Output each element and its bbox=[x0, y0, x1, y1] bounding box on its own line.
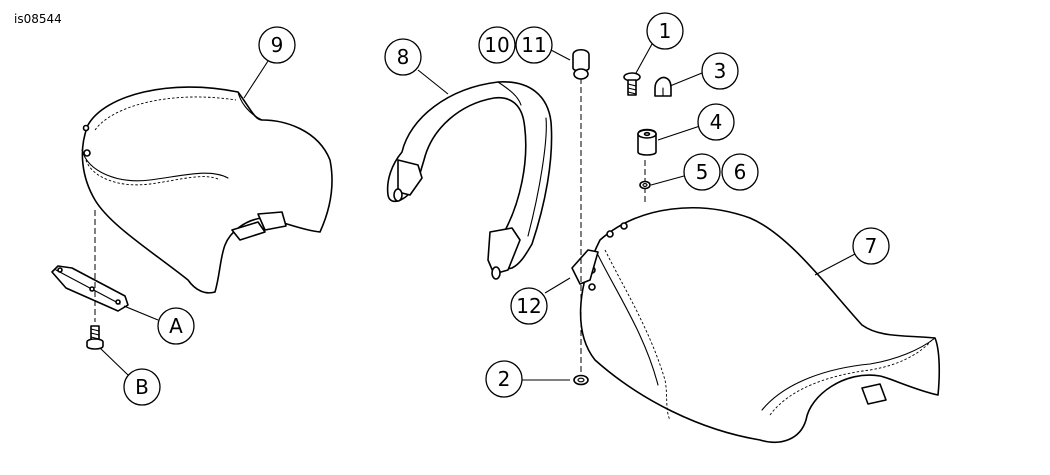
washer-lower-hole bbox=[577, 377, 585, 383]
callout-label: A bbox=[169, 314, 183, 338]
callout-label: 11 bbox=[521, 33, 546, 57]
callout-11: 11 bbox=[515, 26, 553, 64]
washer-upper-hole bbox=[642, 183, 648, 187]
washer-lower bbox=[573, 374, 589, 386]
callout-label: 4 bbox=[710, 110, 723, 134]
callout-label: B bbox=[135, 375, 149, 399]
bracket-a bbox=[51, 265, 129, 312]
spacer bbox=[637, 128, 657, 156]
callout-8: 8 bbox=[384, 38, 422, 76]
callout-9: 9 bbox=[258, 26, 296, 64]
cap-nut bbox=[654, 76, 672, 97]
bolt-b bbox=[86, 325, 104, 350]
callout-5: 5 bbox=[683, 153, 721, 191]
washer-upper bbox=[639, 180, 651, 190]
callout-6: 6 bbox=[721, 153, 759, 191]
callout-label: 7 bbox=[865, 234, 878, 258]
rider-seat bbox=[571, 207, 941, 444]
callout-label: 6 bbox=[734, 160, 747, 184]
callout-label: 2 bbox=[498, 367, 511, 391]
callout-4: 4 bbox=[697, 103, 735, 141]
leader-lines bbox=[99, 43, 856, 381]
callout-label: 1 bbox=[659, 19, 672, 43]
callout-label: 3 bbox=[714, 59, 727, 83]
passenger-seat bbox=[81, 86, 333, 294]
callout-3: 3 bbox=[701, 52, 739, 90]
backrest-frame bbox=[386, 81, 553, 280]
callout-label: 10 bbox=[484, 33, 509, 57]
callout-7: 7 bbox=[852, 227, 890, 265]
callout-b: B bbox=[123, 368, 161, 406]
callout-10: 10 bbox=[478, 26, 516, 64]
callout-2: 2 bbox=[485, 360, 523, 398]
figure-id: is08544 bbox=[14, 12, 62, 26]
callout-label: 12 bbox=[516, 294, 541, 318]
callout-a: A bbox=[157, 307, 195, 345]
callout-label: 5 bbox=[696, 160, 709, 184]
grommet bbox=[572, 48, 590, 80]
callout-label: 9 bbox=[271, 33, 284, 57]
callout-12: 12 bbox=[510, 287, 548, 325]
screw bbox=[623, 72, 641, 96]
callout-label: 8 bbox=[397, 45, 410, 69]
callout-1: 1 bbox=[646, 12, 684, 50]
